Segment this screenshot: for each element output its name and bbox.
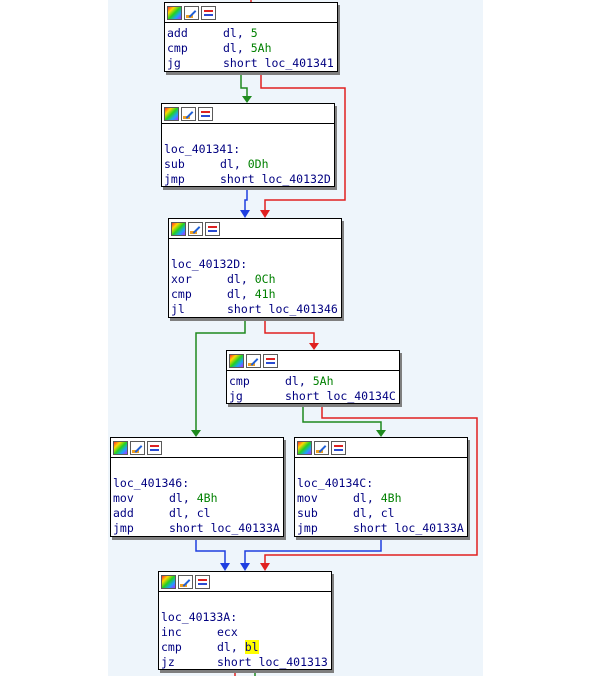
- node-color-icon[interactable]: [161, 574, 176, 589]
- arrow-head: [376, 430, 386, 437]
- code-label[interactable]: loc_401346:: [113, 476, 190, 490]
- rename-node-icon[interactable]: [246, 353, 261, 368]
- edge-jg2-taken: [264, 404, 478, 564]
- rename-node-icon[interactable]: [181, 106, 196, 121]
- node-header: [159, 572, 331, 592]
- arrow-head: [260, 563, 270, 571]
- rename-node-icon[interactable]: [130, 440, 145, 455]
- node-header: [295, 438, 467, 458]
- arrow-head: [260, 210, 270, 218]
- code-label[interactable]: loc_40134C:: [297, 476, 374, 490]
- node-header: [169, 219, 341, 239]
- node-header: [227, 351, 399, 371]
- graph-view-icon[interactable]: [263, 353, 278, 368]
- graph-view-icon[interactable]: [198, 106, 213, 121]
- highlighted-register[interactable]: bl: [244, 640, 259, 654]
- rename-node-icon[interactable]: [188, 221, 203, 236]
- node-header: [111, 438, 283, 458]
- arrow-head: [240, 210, 250, 218]
- rename-node-icon[interactable]: [184, 5, 199, 20]
- edge-jmp: [244, 187, 248, 211]
- code-label[interactable]: loc_40133A:: [161, 610, 238, 624]
- node-color-icon[interactable]: [297, 440, 312, 455]
- code-label[interactable]: loc_40132D:: [171, 257, 248, 271]
- edge-jg-taken: [260, 72, 346, 211]
- node-header: [162, 104, 334, 124]
- arrow-head: [309, 343, 319, 350]
- code-label[interactable]: loc_401341:: [164, 142, 241, 156]
- edge-jmp: [244, 537, 382, 564]
- edge-jl-not-taken: [264, 318, 315, 343]
- node-color-icon[interactable]: [164, 106, 179, 121]
- node-color-icon[interactable]: [171, 221, 186, 236]
- graph-view-icon[interactable]: [331, 440, 346, 455]
- node-color-icon[interactable]: [167, 5, 182, 20]
- arrow-head: [220, 563, 230, 571]
- graph-view-icon[interactable]: [201, 5, 216, 20]
- graph-view-icon[interactable]: [205, 221, 220, 236]
- node-color-icon[interactable]: [229, 353, 244, 368]
- arrow-head: [191, 430, 201, 437]
- graph-view-icon[interactable]: [147, 440, 162, 455]
- edge-jmp: [195, 537, 226, 564]
- graph-view-icon[interactable]: [195, 574, 210, 589]
- arrow-head: [240, 563, 250, 571]
- edge-jg2-not-taken: [302, 404, 382, 430]
- arrow-head: [242, 96, 252, 103]
- edge-jg-not-taken: [240, 72, 248, 96]
- rename-node-icon[interactable]: [314, 440, 329, 455]
- rename-node-icon[interactable]: [178, 574, 193, 589]
- node-color-icon[interactable]: [113, 440, 128, 455]
- edge-jl-taken: [195, 318, 246, 430]
- node-header: [165, 3, 337, 23]
